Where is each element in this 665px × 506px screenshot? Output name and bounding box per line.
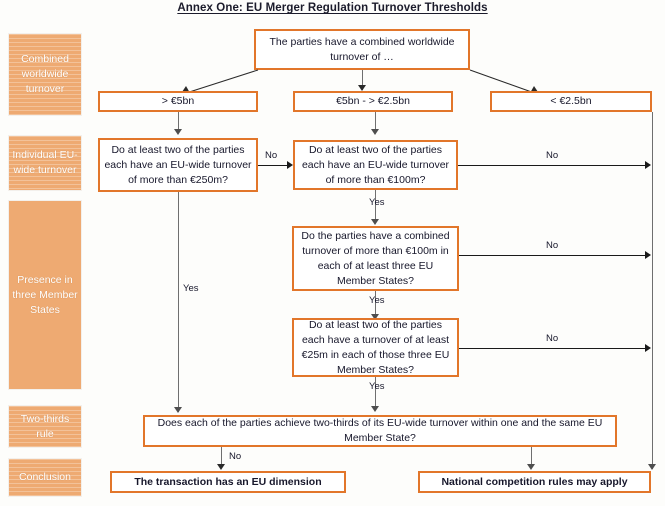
connector-q100-yes-down (375, 190, 376, 222)
connector-q250-yes-down (178, 192, 179, 412)
connector-mid-band-to-q100 (375, 112, 376, 131)
node-band-low[interactable]: < €2.5bn (490, 91, 652, 112)
arrowhead-q100-no (645, 161, 651, 169)
node-band-mid[interactable]: €5bn - > €2.5bn (293, 91, 453, 112)
stage-label-text: Individual EU-wide turnover (12, 149, 78, 176)
node-question-combined-100m-three-states[interactable]: Do the parties have a combined turnover … (292, 226, 459, 291)
connector-two-thirds-yes-to-national-outcome (531, 447, 532, 468)
node-text: < €2.5bn (550, 95, 592, 107)
edge-label-no-combined100: No (546, 240, 559, 251)
stage-label-two-thirds-rule: Two-thirds rule (8, 405, 82, 448)
arrowhead-two-thirds-no (217, 464, 225, 470)
connector-25m-no-to-right-rail (459, 348, 647, 349)
connector-two-thirds-no-to-eu-outcome (221, 447, 222, 468)
connector-low-band-right-rail (652, 112, 653, 469)
stage-label-text: Conclusion (19, 471, 71, 483)
arrowhead-combined100-no (645, 251, 651, 259)
node-band-high[interactable]: > €5bn (98, 91, 258, 112)
node-text: The parties have a combined worldwide tu… (269, 35, 455, 63)
arrowhead-q250-no-to-q100 (287, 161, 293, 169)
edge-label-yes-25m: Yes (369, 381, 385, 392)
stage-label-presence-in-three-member-states: Presence in three Member States (8, 200, 82, 390)
node-outcome-eu-dimension[interactable]: The transaction has an EU dimension (110, 471, 346, 493)
stage-label-conclusion: Conclusion (8, 458, 82, 497)
connector-q250-no-to-q100 (258, 165, 288, 166)
arrowhead-high-band-to-q250 (174, 129, 182, 135)
arrowhead-mid-band-to-q100 (371, 129, 379, 135)
node-text: Do the parties have a combined turnover … (301, 229, 450, 287)
node-text: €5bn - > €2.5bn (336, 95, 410, 107)
arrowhead-right-rail-to-national-outcome (648, 464, 656, 470)
node-start-combined-worldwide-turnover[interactable]: The parties have a combined worldwide tu… (254, 29, 470, 70)
node-question-eu-wide-250m[interactable]: Do at least two of the parties each have… (98, 138, 258, 192)
node-question-eu-wide-100m[interactable]: Do at least two of the parties each have… (293, 140, 458, 190)
arrowhead-q250-yes-to-two-thirds (174, 407, 182, 413)
connector-combined100-yes-down (375, 291, 376, 318)
connector-start-to-mid-band (362, 70, 363, 90)
connector-q100-no-to-right-rail (458, 165, 647, 166)
connector-25m-yes-down (375, 377, 376, 409)
node-text: Does each of the parties achieve two-thi… (157, 417, 603, 444)
stage-label-text: Two-thirds rule (20, 412, 70, 440)
node-text: Do at least two of the parties each have… (301, 318, 450, 376)
node-text: Do at least two of the parties each have… (104, 143, 252, 186)
stage-label-text: Combined worldwide turnover (21, 53, 69, 95)
node-text: > €5bn (161, 95, 195, 107)
edge-label-no-two-thirds: No (229, 451, 242, 462)
arrowhead-25m-no (645, 344, 651, 352)
page-title: Annex One: EU Merger Regulation Turnover… (177, 2, 488, 14)
edge-label-no-q250: No (265, 150, 278, 161)
stage-label-combined-worldwide-turnover: Combined worldwide turnover (8, 33, 82, 116)
node-question-two-parties-25m[interactable]: Do at least two of the parties each have… (292, 318, 459, 377)
arrowhead-q100-yes (371, 219, 379, 225)
arrowhead-two-thirds-yes (527, 464, 535, 470)
connector-combined100-no-to-right-rail (459, 255, 647, 256)
edge-label-no-25m: No (546, 333, 559, 344)
edge-label-no-q100: No (546, 150, 559, 161)
edge-label-yes-combined100: Yes (369, 295, 385, 306)
stage-label-individual-eu-wide-turnover: Individual EU-wide turnover (8, 135, 82, 191)
node-text: National competition rules may apply (441, 475, 628, 488)
node-text: Do at least two of the parties each have… (301, 143, 450, 186)
stage-label-text: Presence in three Member States (12, 273, 78, 316)
edge-label-yes-left-branch: Yes (183, 283, 199, 294)
node-question-two-thirds-rule[interactable]: Does each of the parties achieve two-thi… (143, 415, 617, 447)
connector-high-band-to-q250 (178, 112, 179, 131)
arrowhead-start-to-mid-band (358, 85, 366, 91)
node-outcome-national-rules[interactable]: National competition rules may apply (418, 471, 651, 493)
node-text: The transaction has an EU dimension (134, 475, 322, 488)
arrowhead-combined100-yes (371, 314, 379, 320)
arrowhead-25m-yes-to-two-thirds (371, 406, 379, 412)
edge-label-yes-q100: Yes (369, 197, 385, 208)
